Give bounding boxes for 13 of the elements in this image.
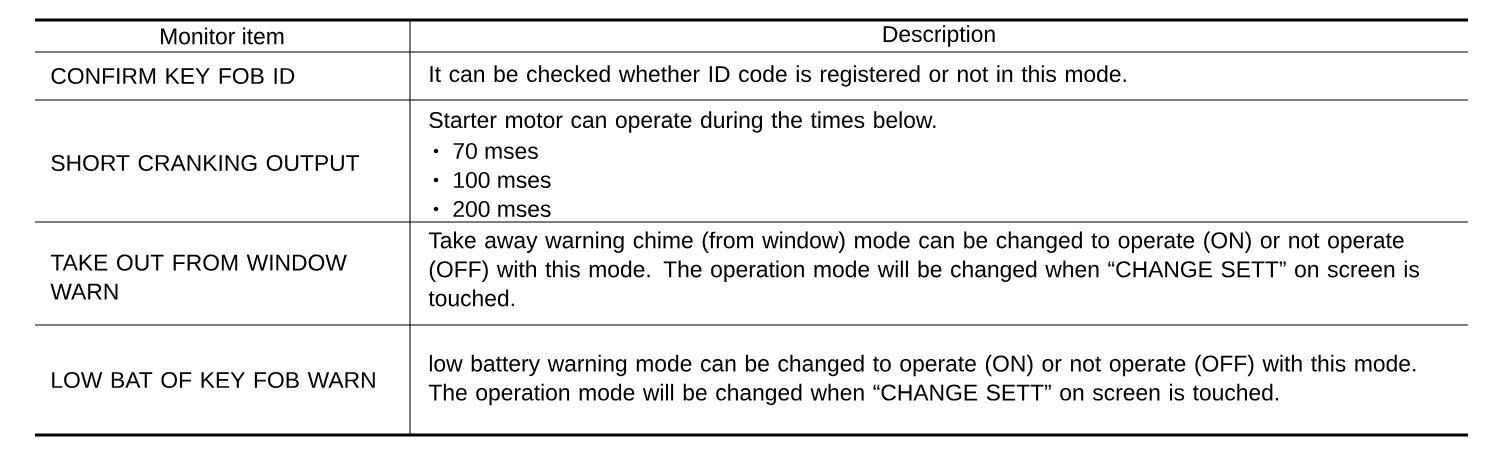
description-text: low battery warning mode can be changed to operate (ON) or not operate (OFF) with this mode. The operation mode will be changed when “CHANGE SETT” on screen is touched. [428,354,1416,406]
description-text: Starter motor can operate during the times below. [429,111,936,133]
bullet-item: 70 mses [453,142,538,160]
header-text: Description [883,25,995,47]
description-text: It can be checked whether ID code is registered or not in this mode. [430,65,1126,87]
item-name: TAKE OUT FROM WINDOW WARN [50,254,347,300]
header-text: Monitor item [161,27,284,45]
item-name: SHORT CRANKING OUTPUT [51,154,360,172]
bullet-item: 100 mses [454,171,551,189]
item-name: LOW BAT OF KEY FOB WARN [52,371,375,389]
description-text: Take away warning chime (from window) mode can be changed to operate (ON) or not operate (OFF) with this mode. The operation mode will be changed when “CHANGE SETT” on screen is touched. [428,231,1419,307]
item-name: CONFIRM KEY FOB ID [51,67,295,85]
bullet-item: 200 mses [453,200,551,218]
